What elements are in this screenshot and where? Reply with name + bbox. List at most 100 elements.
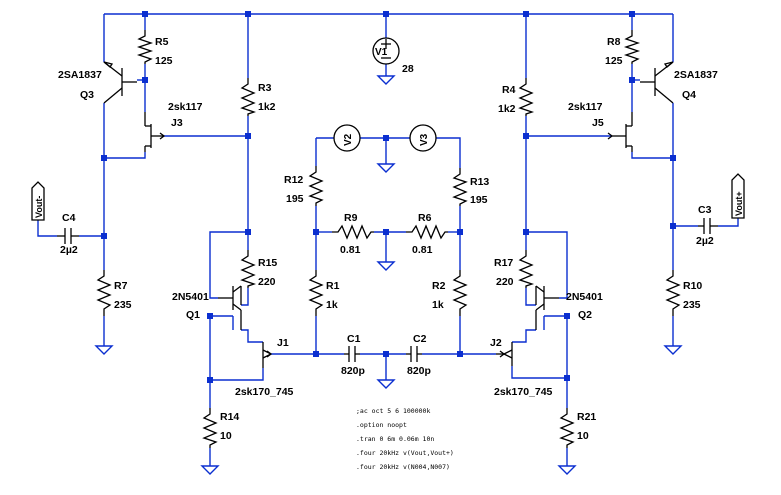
label-r3-ref: R3 bbox=[258, 82, 272, 94]
label-q3-model: 2SA1837 bbox=[58, 69, 102, 81]
jfet-j1 bbox=[262, 342, 273, 368]
junction bbox=[523, 133, 529, 139]
label-j3-ref: J3 bbox=[171, 117, 183, 129]
wire bbox=[209, 231, 248, 299]
junction bbox=[383, 351, 389, 357]
wire bbox=[718, 218, 739, 227]
voltage-sources bbox=[333, 37, 437, 152]
label-r21-ref: R21 bbox=[577, 411, 596, 423]
capacitor-c3 bbox=[698, 218, 718, 234]
voltage-source-v2 bbox=[333, 124, 361, 152]
resistor-r3 bbox=[240, 78, 257, 116]
junction bbox=[457, 351, 463, 357]
wires bbox=[37, 13, 739, 466]
label-r4-value: 1k2 bbox=[498, 103, 516, 115]
label-r2-ref: R2 bbox=[432, 280, 446, 292]
label-r7-value: 235 bbox=[114, 299, 132, 311]
pnp-transistor-q4 bbox=[640, 61, 674, 104]
junction bbox=[383, 229, 389, 235]
label-r7-ref: R7 bbox=[114, 280, 128, 292]
grounds bbox=[94, 75, 683, 475]
wire bbox=[511, 316, 568, 379]
resistor-r12 bbox=[308, 166, 324, 206]
resistor-r5 bbox=[136, 30, 154, 64]
directive-line: .four 20kHz v(N004,N007) bbox=[356, 463, 450, 471]
label-r21-value: 10 bbox=[577, 430, 589, 442]
label-r12-ref: R12 bbox=[284, 174, 303, 186]
label-j2-ref: J2 bbox=[490, 337, 502, 349]
junction bbox=[142, 11, 148, 17]
ground-symbol bbox=[376, 261, 396, 271]
capacitor-c1 bbox=[344, 346, 360, 362]
label-r14-value: 10 bbox=[220, 430, 232, 442]
resistor-r9 bbox=[332, 224, 374, 240]
label-q2-ref: Q2 bbox=[578, 309, 592, 321]
directive-line: .four 20kHz v(Vout,Vout+) bbox=[356, 449, 454, 457]
junction bbox=[457, 229, 463, 235]
wire bbox=[526, 231, 568, 299]
junction bbox=[670, 155, 676, 161]
label-c3-ref: C3 bbox=[698, 204, 712, 216]
wire bbox=[241, 288, 249, 306]
label-r12-value: 195 bbox=[286, 193, 304, 205]
jfet-j2 bbox=[496, 342, 513, 366]
junction bbox=[564, 313, 570, 319]
pnp-transistor-q1 bbox=[218, 285, 242, 330]
label-r2-value: 1k bbox=[432, 299, 444, 311]
ground-symbol bbox=[376, 163, 396, 173]
wire bbox=[436, 137, 461, 168]
label-r4-ref: R4 bbox=[502, 84, 516, 96]
label-r1-value: 1k bbox=[326, 299, 338, 311]
wire bbox=[631, 152, 673, 159]
resistor-r14 bbox=[202, 408, 218, 448]
ground-symbol bbox=[94, 345, 114, 355]
label-c4-ref: C4 bbox=[62, 212, 76, 224]
wire bbox=[209, 316, 264, 381]
capacitor-c2 bbox=[406, 346, 422, 362]
junction bbox=[245, 229, 251, 235]
pnp-transistor-q3 bbox=[103, 61, 137, 104]
label-r9-ref: R9 bbox=[344, 212, 358, 224]
label-r5-value: 125 bbox=[155, 55, 173, 67]
label-r13-value: 195 bbox=[470, 194, 488, 206]
voltage-source-v3 bbox=[409, 124, 437, 152]
jfet-j3 bbox=[144, 112, 166, 152]
labels: 2SA1837 Q3 R5 125 2sk117 J3 R3 1k2 C4 2µ… bbox=[58, 36, 718, 442]
label-v1-ref: V1 bbox=[375, 47, 388, 58]
resistor-r6 bbox=[406, 224, 448, 240]
label-r3-value: 1k2 bbox=[258, 101, 276, 113]
voltage-source-v1 bbox=[372, 37, 400, 65]
junction bbox=[313, 351, 319, 357]
junction bbox=[142, 77, 148, 83]
label-r9-value: 0.81 bbox=[340, 244, 361, 256]
junction bbox=[629, 77, 635, 83]
junction bbox=[629, 11, 635, 17]
label-r13-ref: R13 bbox=[470, 176, 489, 188]
label-v1-value: 28 bbox=[402, 63, 414, 75]
junction bbox=[313, 229, 319, 235]
label-r17-ref: R17 bbox=[494, 257, 513, 269]
jfet-j5 bbox=[607, 112, 633, 152]
junction bbox=[207, 313, 213, 319]
ground-symbol bbox=[557, 465, 577, 475]
resistor-r2 bbox=[452, 270, 468, 316]
label-r17-value: 220 bbox=[496, 276, 514, 288]
label-v3-ref: V3 bbox=[419, 133, 430, 146]
pnp-transistor-q2 bbox=[535, 285, 559, 330]
label-j5-ref: J5 bbox=[592, 117, 604, 129]
label-c1-value: 820p bbox=[341, 365, 365, 377]
junction bbox=[383, 135, 389, 141]
capacitor-c4 bbox=[57, 228, 79, 244]
junction bbox=[101, 155, 107, 161]
directive-line: .tran 0 6m 0.06m 10n bbox=[356, 435, 434, 443]
label-r15-value: 220 bbox=[258, 276, 276, 288]
label-r1-ref: R1 bbox=[326, 280, 340, 292]
label-r8-value: 125 bbox=[605, 55, 623, 67]
ground-symbol bbox=[376, 75, 396, 85]
net-label-vout-plus: Vout+ bbox=[734, 191, 744, 216]
net-label-vout-minus: Vout- bbox=[34, 196, 44, 218]
ground-symbol bbox=[200, 465, 220, 475]
net-flag-vout-plus: Vout+ bbox=[731, 173, 745, 219]
label-c2-ref: C2 bbox=[413, 333, 427, 345]
